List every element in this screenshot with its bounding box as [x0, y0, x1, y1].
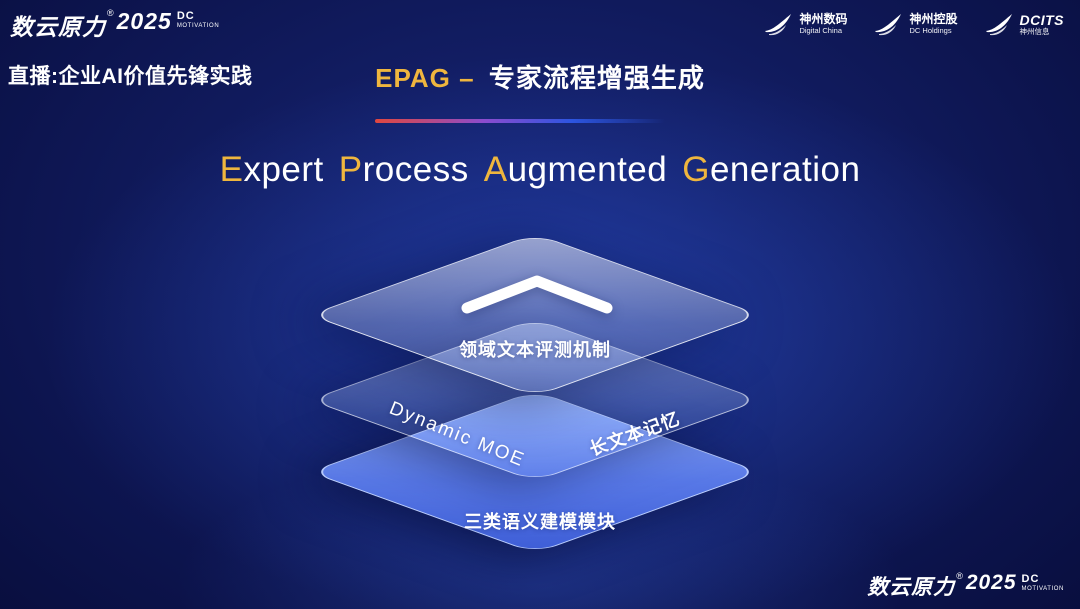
- brand-name: 数云原力: [10, 14, 106, 40]
- page-title: EPAG – 专家流程增强生成: [0, 58, 1080, 95]
- swoosh-logo-icon: [875, 14, 902, 36]
- brand-logo-bottom: 数云原力®2025 DC MOTIVATION: [867, 571, 1064, 601]
- brand-subtext: DC MOTIVATION: [176, 10, 220, 30]
- registered-mark: ®: [107, 8, 114, 18]
- logo-name: 神州控股: [909, 12, 958, 27]
- logo-dcits: DCITS 神州信息: [984, 12, 1065, 37]
- layer-middle: [308, 318, 762, 482]
- logo-subname: 神州信息: [1019, 27, 1050, 37]
- hero-word: Expert: [219, 150, 324, 189]
- label-long-text-memory: 长文本记忆: [586, 408, 683, 460]
- hero-word: Process: [338, 150, 469, 189]
- logo-subname: DC Holdings: [909, 25, 952, 35]
- logo-subname: Digital China: [799, 25, 842, 35]
- brand-subtext: DC MOTIVATION: [1021, 573, 1064, 593]
- gradient-divider: [375, 119, 665, 123]
- title-chinese: 专家流程增强生成: [488, 63, 705, 93]
- registered-mark: ®: [956, 571, 963, 581]
- logo-dc-holdings: 神州控股 DC Holdings: [873, 12, 958, 36]
- label-evaluation-mechanism: 领域文本评测机制: [459, 340, 611, 360]
- label-dynamic-moe: Dynamic MOE: [386, 397, 529, 472]
- brand-year: 2025: [116, 8, 172, 34]
- label-semantic-modeling: 三类语义建模模块: [464, 512, 616, 532]
- layer-top: [308, 233, 762, 397]
- logo-digital-china: 神州数码 Digital China: [763, 12, 847, 36]
- brand-year: 2025: [965, 571, 1017, 594]
- chevron-up-icon: [461, 275, 613, 314]
- logo-name: DCITS: [1019, 12, 1064, 28]
- swoosh-logo-icon: [985, 14, 1012, 36]
- layer-bottom: [308, 390, 762, 554]
- stream-subtitle: 直播:企业AI价值先锋实践: [8, 65, 253, 88]
- brand-logo-top: 数云原力®2025 DC MOTIVATION: [10, 8, 219, 42]
- logo-name: 神州数码: [799, 12, 848, 27]
- title-acronym: EPAG –: [375, 63, 475, 93]
- partner-logos: 神州数码 Digital China 神州控股 DC Holdings DCIT…: [763, 12, 1064, 37]
- brand-name: 数云原力: [867, 576, 956, 599]
- swoosh-logo-icon: [765, 14, 792, 36]
- hero-heading: Expert Process Augmented Generation: [0, 150, 1080, 190]
- hero-word: Augmented: [483, 150, 668, 189]
- hero-word: Generation: [682, 150, 861, 189]
